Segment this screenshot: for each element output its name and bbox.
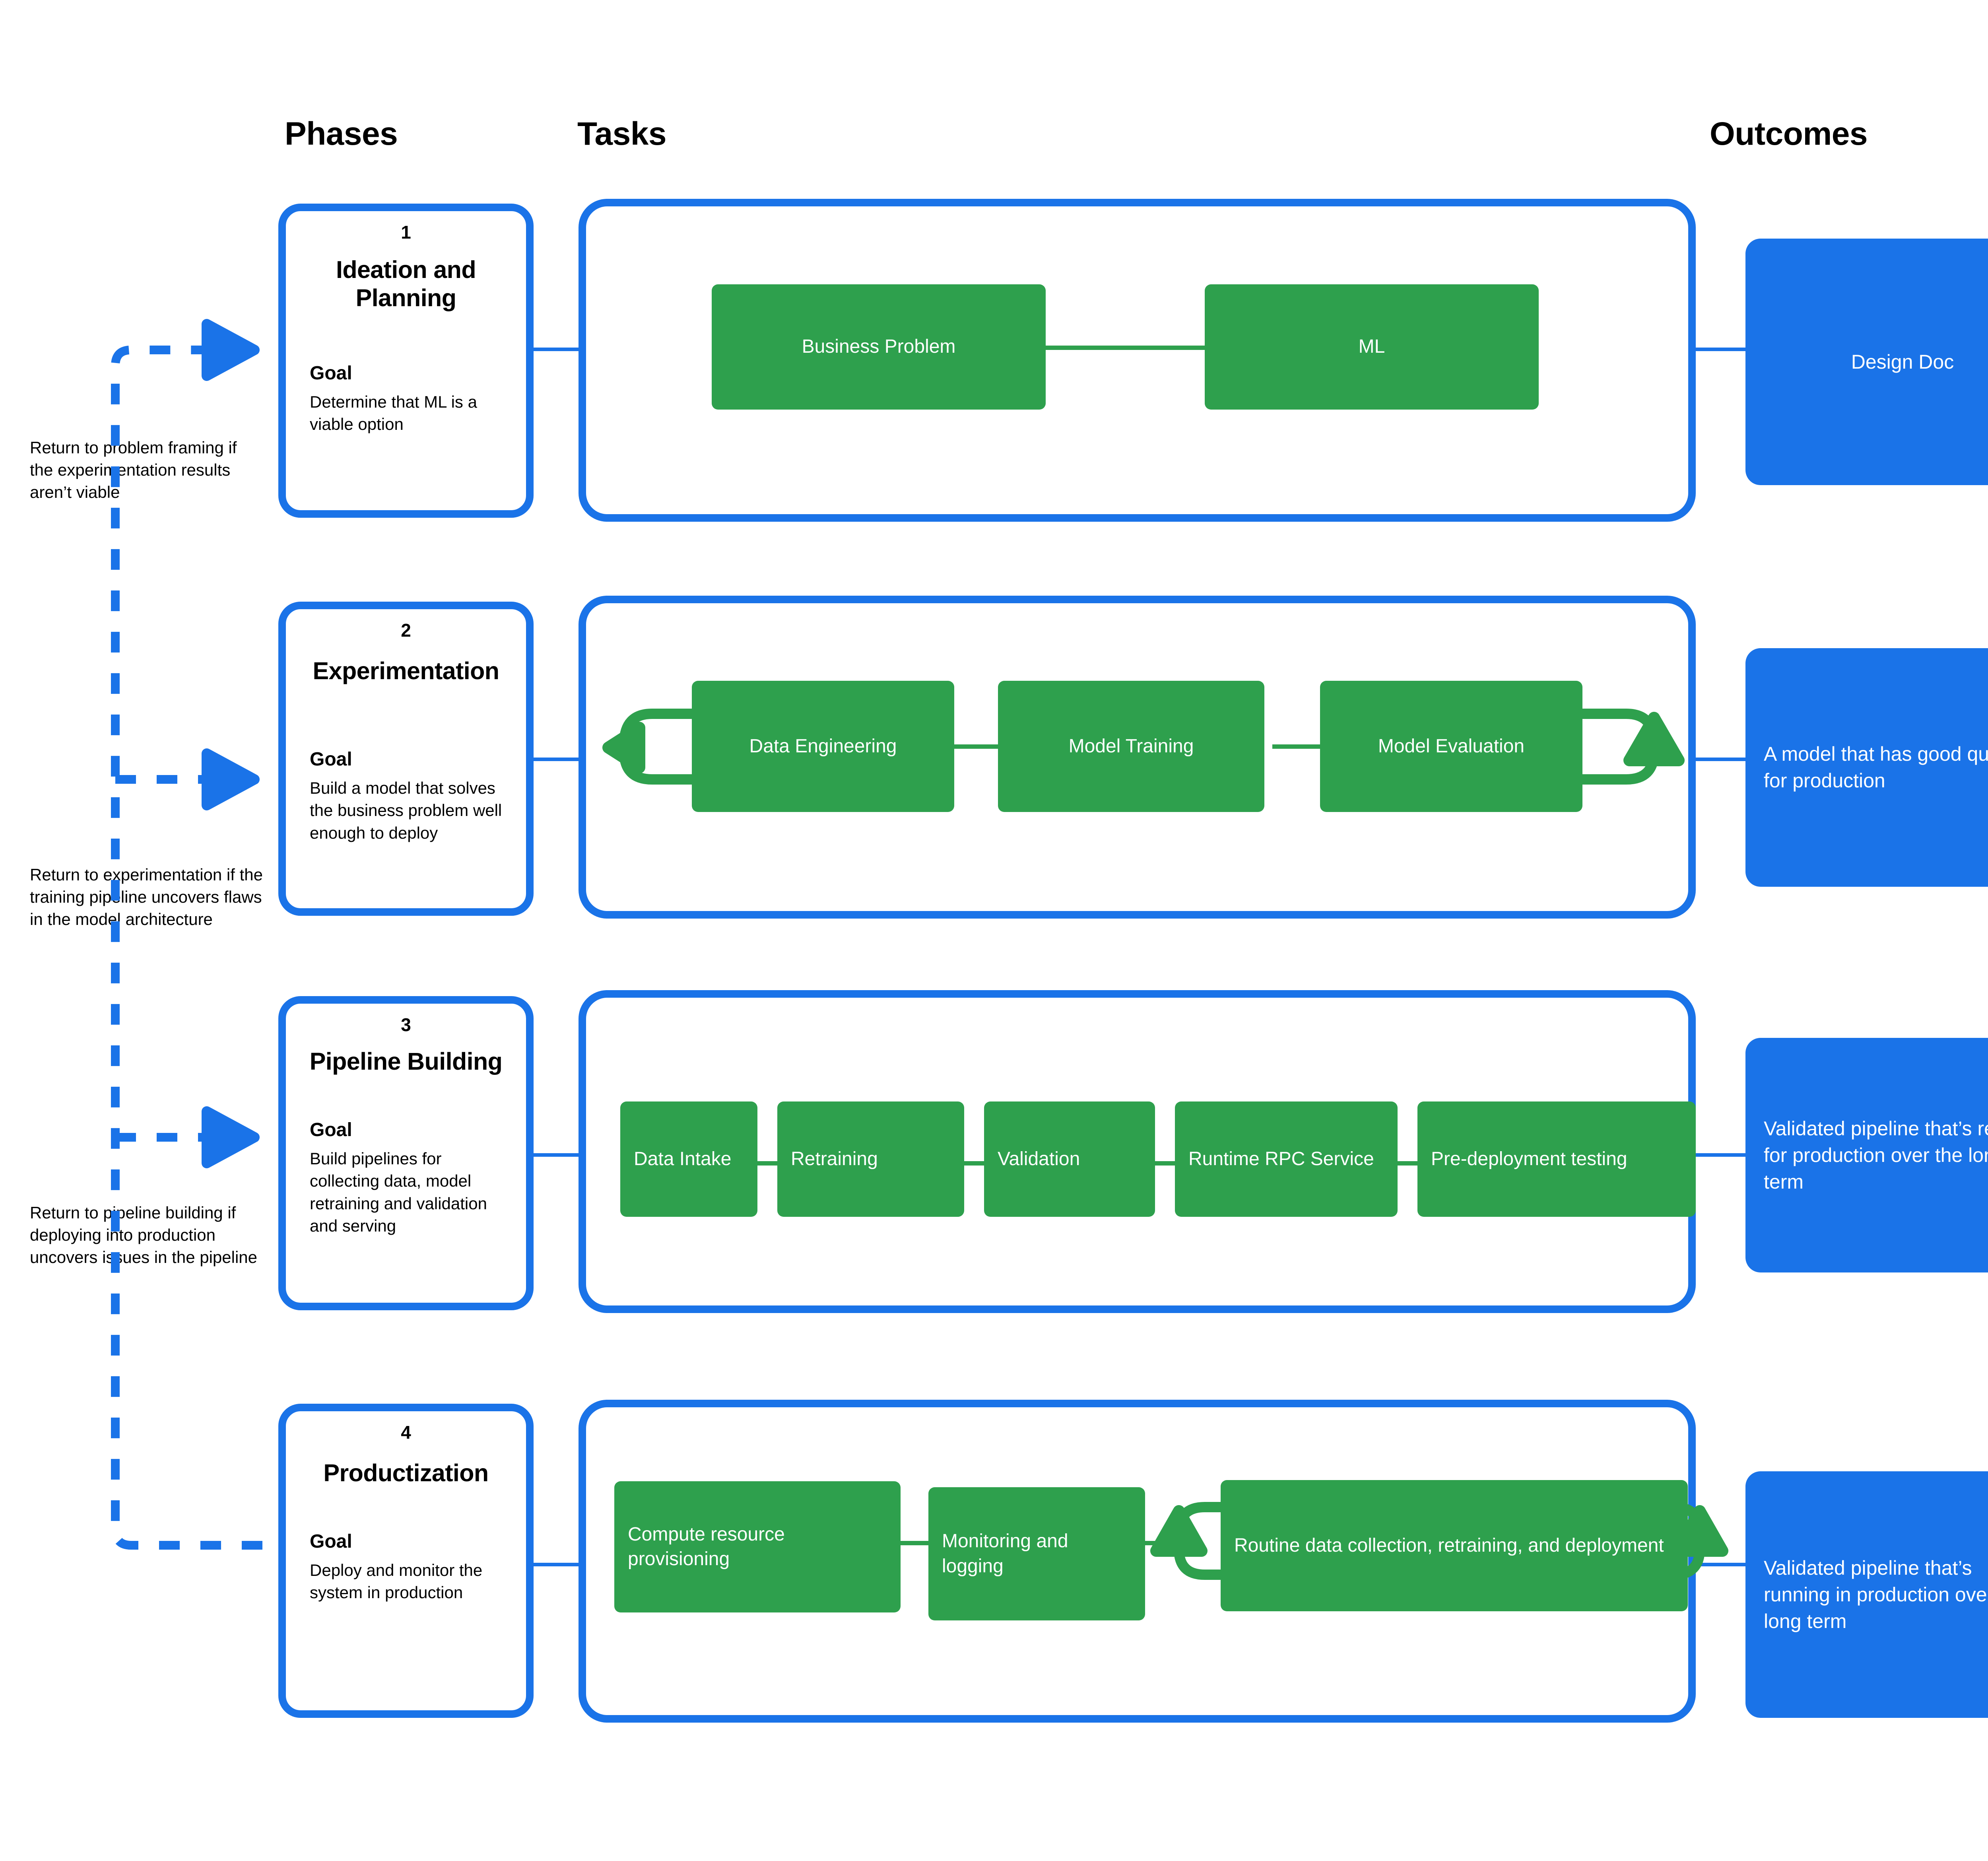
phase-title-4: Productization (323, 1459, 489, 1486)
phase-goal-label-1: Goal (310, 363, 352, 384)
connector-phase1-tasks (533, 348, 580, 351)
task-box-routine-data-collection[interactable]: Routine data collection, retraining, and… (1221, 1480, 1688, 1611)
phase-goal-text-2: Build a model that solves the business p… (310, 779, 502, 842)
outcome-box-design-doc[interactable]: Design Doc (1745, 239, 1988, 485)
phase-card-4[interactable]: 4 Productization Goal Deploy and monitor… (278, 1404, 534, 1718)
green-connector-2-2 (1272, 744, 1324, 749)
phase-number-4: 4 (401, 1422, 411, 1443)
outcome-box-validated-pipeline-running[interactable]: Validated pipeline that’s running in pro… (1745, 1471, 1988, 1718)
connector-tasks2-outcome (1694, 758, 1745, 761)
column-header-tasks: Tasks (577, 116, 666, 152)
phase-number-3: 3 (401, 1014, 411, 1035)
annotation-return-to-pipeline-building: Return to pipeline building if deploying… (30, 1203, 258, 1267)
feedback-arrow-to-ideation (111, 319, 262, 1550)
green-connector-3-4 (1396, 1161, 1419, 1166)
task-box-pre-deployment-testing[interactable]: Pre-deployment testing (1417, 1101, 1696, 1217)
outcome-box-model-quality[interactable]: A model that has good quality for produc… (1745, 648, 1988, 887)
phase-title-3: Pipeline Building (309, 1048, 503, 1075)
task-box-model-evaluation[interactable]: Model Evaluation (1320, 681, 1582, 812)
phase-goal-text-4: Deploy and monitor the system in product… (310, 1561, 483, 1602)
connector-phase3-tasks (533, 1153, 580, 1157)
connector-tasks1-outcome (1694, 348, 1745, 351)
task-box-retraining[interactable]: Retraining (777, 1101, 964, 1217)
connector-phase4-tasks (533, 1563, 580, 1566)
phase-card-2[interactable]: 2 Experimentation Goal Build a model tha… (278, 602, 534, 916)
phase-card-1[interactable]: 1 Ideation and Planning Goal Determine t… (278, 204, 534, 518)
column-header-outcomes: Outcomes (1710, 116, 1868, 152)
column-header-phases: Phases (285, 116, 398, 152)
phase-goal-label-2: Goal (310, 749, 352, 770)
phase-title-2: Experimentation (313, 657, 500, 684)
task-box-model-training[interactable]: Model Training (998, 681, 1264, 812)
phase-goal-label-3: Goal (310, 1119, 352, 1140)
phase-goal-text-3: Build pipelines for collecting data, mod… (310, 1149, 487, 1235)
task-box-data-engineering[interactable]: Data Engineering (692, 681, 954, 812)
green-connector-3-2 (962, 1161, 986, 1166)
phase-goal-label-4: Goal (310, 1531, 352, 1552)
connector-tasks3-outcome (1694, 1153, 1745, 1157)
connector-tasks4-outcome (1694, 1563, 1745, 1566)
task-box-validation[interactable]: Validation (984, 1101, 1155, 1217)
phase-number-2: 2 (401, 620, 411, 641)
phase-goal-text-1: Determine that ML is a viable option (310, 392, 477, 434)
connector-phase2-tasks (533, 758, 580, 761)
green-connector-4-2 (1145, 1541, 1189, 1545)
annotation-return-to-problem-framing: Return to problem framing if the experim… (30, 438, 237, 501)
task-box-business-problem[interactable]: Business Problem (712, 284, 1046, 410)
task-box-monitoring-and-logging[interactable]: Monitoring and logging (928, 1487, 1145, 1620)
green-connector-2-1 (946, 744, 998, 749)
green-connector-3-1 (755, 1161, 779, 1166)
feedback-arrow-to-pipeline-building (115, 1106, 260, 1168)
task-box-compute-resource-provisioning[interactable]: Compute resource provisioning (614, 1481, 901, 1612)
green-connector-3-3 (1153, 1161, 1177, 1166)
annotation-return-to-experimentation-left: Return to experimentation if the trainin… (30, 865, 263, 929)
task-box-ml[interactable]: ML (1205, 284, 1539, 410)
task-box-data-intake[interactable]: Data Intake (620, 1101, 757, 1217)
phase-number-1: 1 (401, 222, 411, 243)
phase-card-3[interactable]: 3 Pipeline Building Goal Build pipelines… (278, 996, 534, 1310)
green-connector-4-1 (899, 1541, 930, 1545)
outcome-box-validated-pipeline-ready[interactable]: Validated pipeline that’s ready for prod… (1745, 1038, 1988, 1272)
phase-title-1: Ideation and Planning (336, 256, 476, 311)
feedback-arrow-to-experimentation (115, 748, 260, 810)
green-connector-1-1 (1038, 346, 1213, 350)
task-box-runtime-rpc-service[interactable]: Runtime RPC Service (1175, 1101, 1398, 1217)
